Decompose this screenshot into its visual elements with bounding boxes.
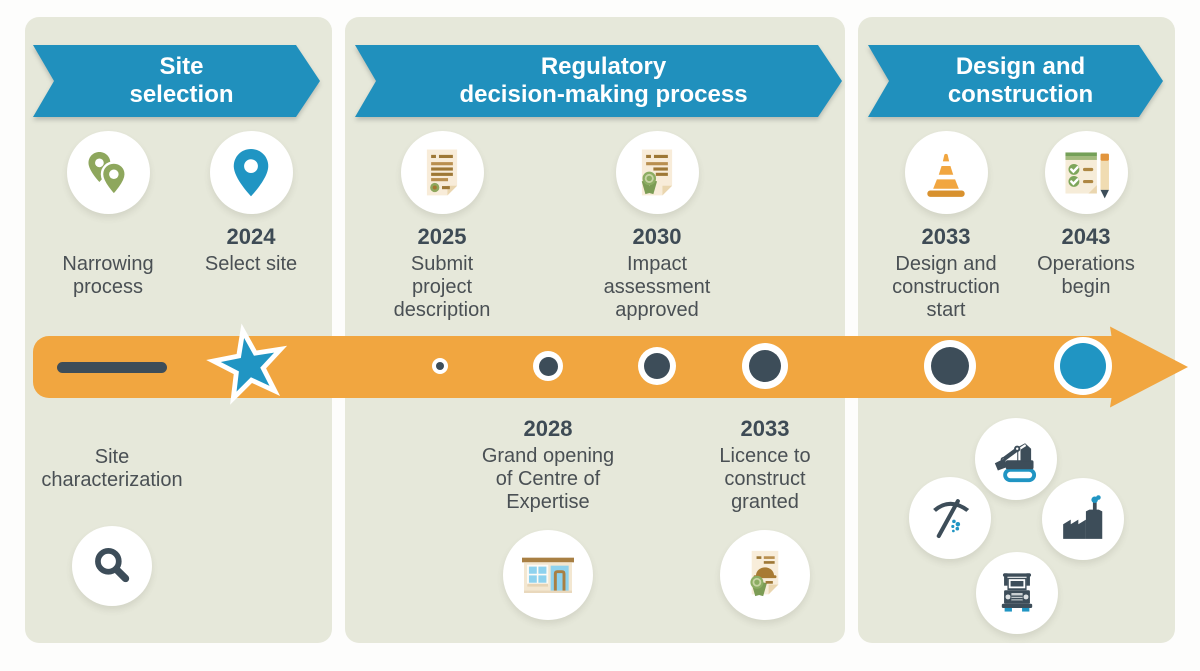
milestone-impact-assessment: 2030 Impact assessment approved bbox=[575, 131, 739, 322]
milestone-year: 2030 bbox=[632, 224, 682, 249]
milestone-select-site: 2024 Select site bbox=[169, 131, 333, 276]
map-pin-icon bbox=[233, 148, 269, 196]
icon-circle bbox=[909, 477, 991, 559]
document-icon bbox=[426, 148, 458, 195]
milestone-icon-circle bbox=[904, 131, 988, 214]
truck-icon bbox=[1001, 573, 1033, 612]
milestone-icon-circle bbox=[66, 131, 150, 214]
star-marker-icon bbox=[206, 323, 288, 405]
milestone-label: Submit project description bbox=[393, 253, 491, 321]
icon-circle bbox=[975, 418, 1057, 500]
licence-icon bbox=[750, 550, 779, 597]
milestone-year: 2028 bbox=[523, 416, 573, 441]
milestone-icon-circle bbox=[209, 131, 293, 214]
milestone-icon-circle bbox=[400, 131, 484, 214]
icon-circle bbox=[1042, 478, 1124, 560]
timeline-dot-2028 bbox=[533, 351, 563, 381]
milestone-licence-granted: 2033 Licence to construct granted bbox=[683, 416, 847, 620]
timeline-dot-2025 bbox=[432, 358, 448, 374]
milestone-label: Design and construction start bbox=[892, 253, 1000, 321]
milestone-year: 2043 bbox=[1061, 224, 1111, 249]
excavator-icon bbox=[994, 443, 1037, 483]
milestone-operations-begin: 2043 Operations begin bbox=[1004, 131, 1168, 299]
milestone-year: 2033 bbox=[921, 224, 971, 249]
timeline-dot-2033-construction bbox=[924, 340, 976, 392]
phase-banner-design-construction: Design and construction bbox=[868, 45, 1163, 117]
milestone-label: Operations begin bbox=[1037, 253, 1135, 298]
milestone-year: 2033 bbox=[740, 416, 790, 441]
milestone-narrowing-process: Narrowing process bbox=[26, 131, 190, 299]
timeline-dot-2030 bbox=[638, 347, 676, 385]
milestone-icon-circle bbox=[720, 530, 810, 620]
checklist-icon bbox=[1065, 151, 1109, 198]
milestone-label: Impact assessment approved bbox=[603, 253, 711, 321]
milestone-icon-circle bbox=[72, 526, 152, 606]
milestone-construction-start: 2033 Design and construction start bbox=[864, 131, 1028, 322]
timeline-start-segment bbox=[57, 362, 167, 373]
phase-panel-design-construction bbox=[858, 17, 1175, 643]
banner-chevron: Regulatory decision-making process bbox=[355, 45, 842, 117]
map-pins-icon bbox=[88, 151, 127, 197]
milestone-label: Site characterization bbox=[41, 446, 183, 491]
milestone-site-characterization: Site characterization bbox=[30, 446, 194, 606]
milestone-submit-project: 2025 Submit project description bbox=[360, 131, 524, 322]
milestone-icon-circle bbox=[615, 131, 699, 214]
milestone-icon-circle bbox=[1044, 131, 1128, 214]
banner-chevron: Design and construction bbox=[868, 45, 1163, 117]
phase-banner-regulatory: Regulatory decision-making process bbox=[355, 45, 842, 117]
phase-banner-site-selection: Site selection bbox=[33, 45, 320, 117]
timeline-dot-2043-operations bbox=[1054, 337, 1112, 395]
phase-panel-site-selection bbox=[25, 17, 332, 643]
milestone-year: 2025 bbox=[417, 224, 467, 249]
icon-circle bbox=[976, 552, 1058, 634]
traffic-cone-icon bbox=[927, 153, 965, 197]
milestone-label: Grand opening of Centre of Expertise bbox=[481, 445, 615, 513]
phase-title: Site selection bbox=[129, 53, 234, 108]
pickaxe-icon bbox=[933, 499, 970, 539]
milestone-label: Licence to construct granted bbox=[719, 445, 811, 513]
document-seal-icon bbox=[641, 148, 673, 195]
banner-chevron: Site selection bbox=[33, 45, 320, 117]
milestone-grand-opening: 2028 Grand opening of Centre of Expertis… bbox=[466, 416, 630, 620]
milestone-icon-circle bbox=[503, 530, 593, 620]
phase-title: Design and construction bbox=[947, 53, 1094, 108]
storefront-icon bbox=[522, 557, 574, 593]
factory-icon bbox=[1063, 495, 1103, 539]
milestone-year: 2024 bbox=[226, 224, 276, 249]
phase-title: Regulatory decision-making process bbox=[459, 53, 748, 108]
milestone-label: Narrowing process bbox=[62, 253, 154, 298]
magnifier-icon bbox=[95, 548, 130, 583]
milestone-label: Select site bbox=[204, 253, 298, 275]
timeline-dot-2033-licence bbox=[742, 343, 788, 389]
